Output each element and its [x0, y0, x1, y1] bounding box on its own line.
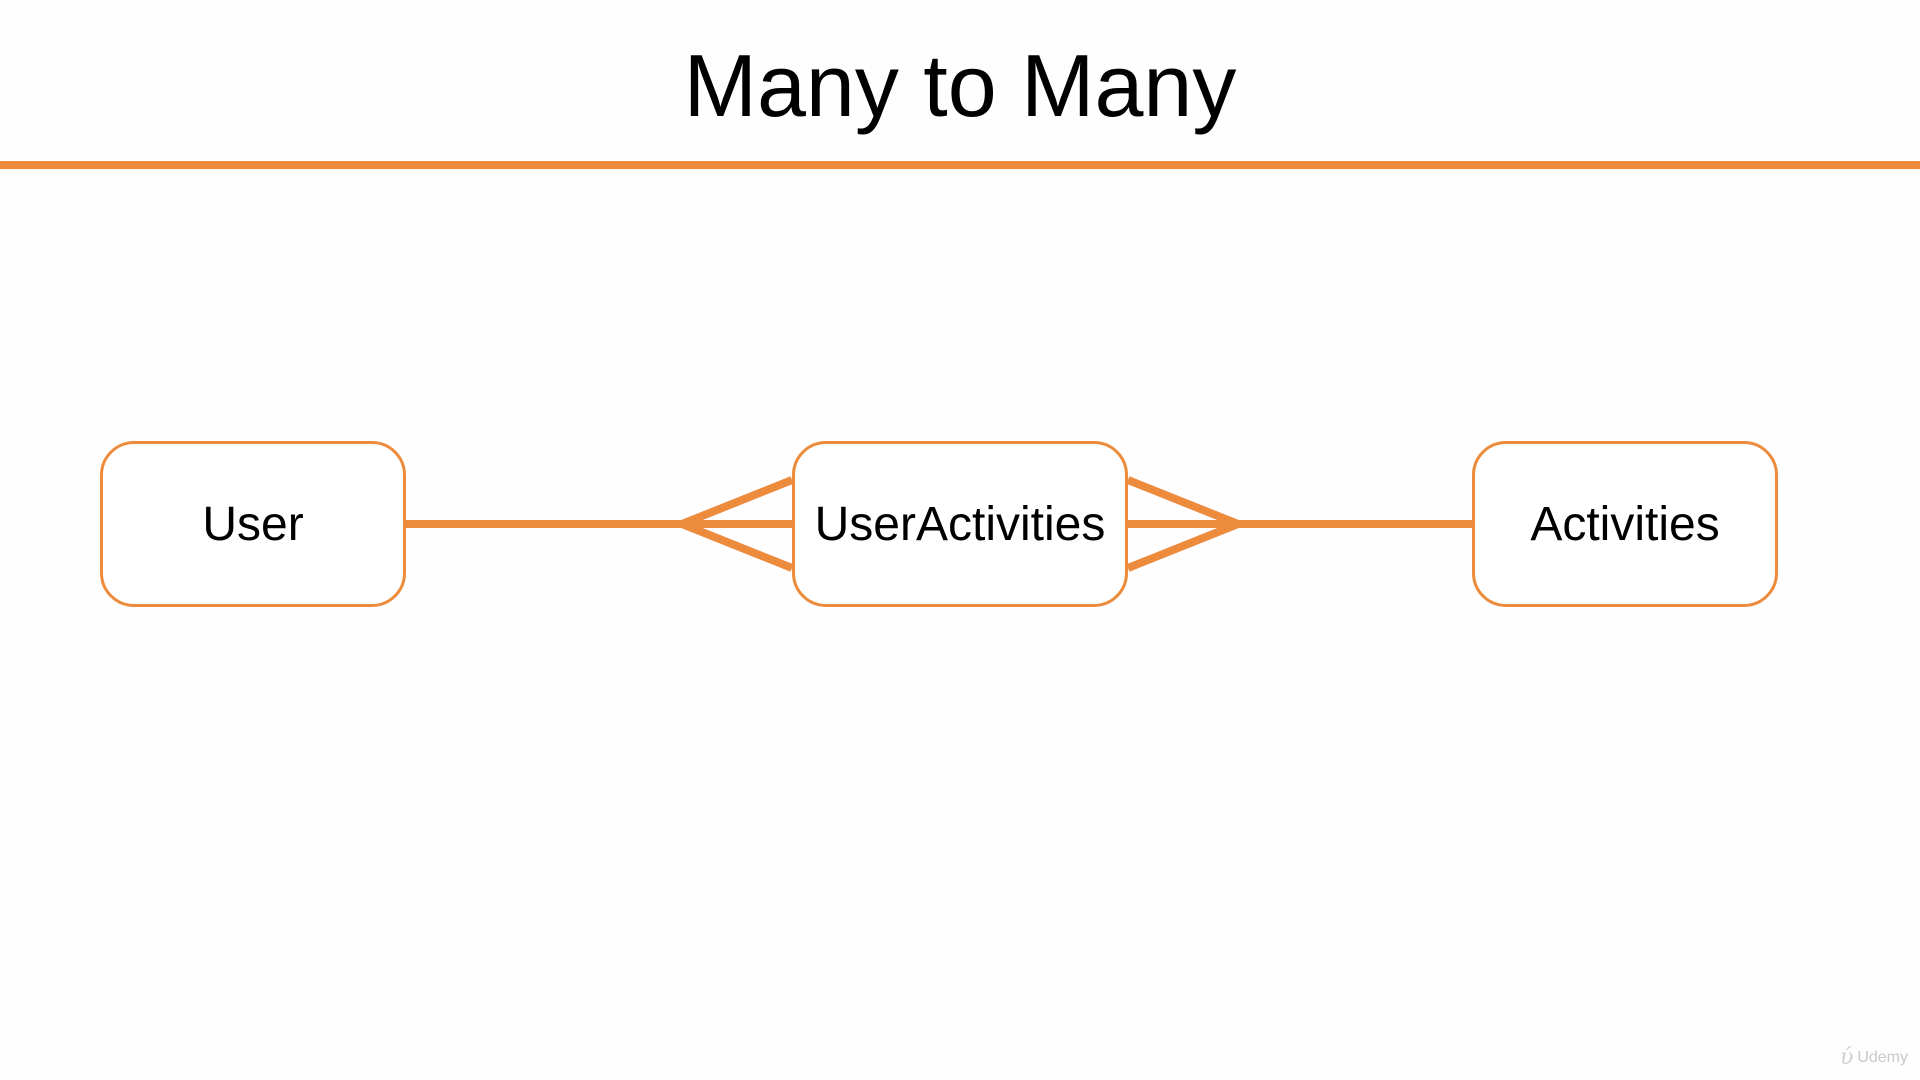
slide-title: Many to Many: [683, 36, 1237, 135]
title-divider: [0, 161, 1920, 169]
watermark-text: Udemy: [1857, 1048, 1908, 1066]
udemy-logo-icon: ύ: [1839, 1045, 1854, 1070]
watermark: ύ Udemy: [1840, 1045, 1908, 1070]
crows-foot-prong: [1126, 520, 1240, 572]
crows-foot-prong: [680, 520, 794, 572]
crows-foot-prong: [1126, 476, 1240, 528]
entity-useractivities[interactable]: UserActivities: [792, 441, 1128, 607]
entity-label: Activities: [1530, 497, 1720, 551]
entity-activities[interactable]: Activities: [1472, 441, 1778, 607]
entity-label: UserActivities: [814, 497, 1106, 551]
entity-user[interactable]: User: [100, 441, 406, 607]
crows-foot-prong: [680, 476, 794, 528]
entity-label: User: [202, 497, 304, 551]
